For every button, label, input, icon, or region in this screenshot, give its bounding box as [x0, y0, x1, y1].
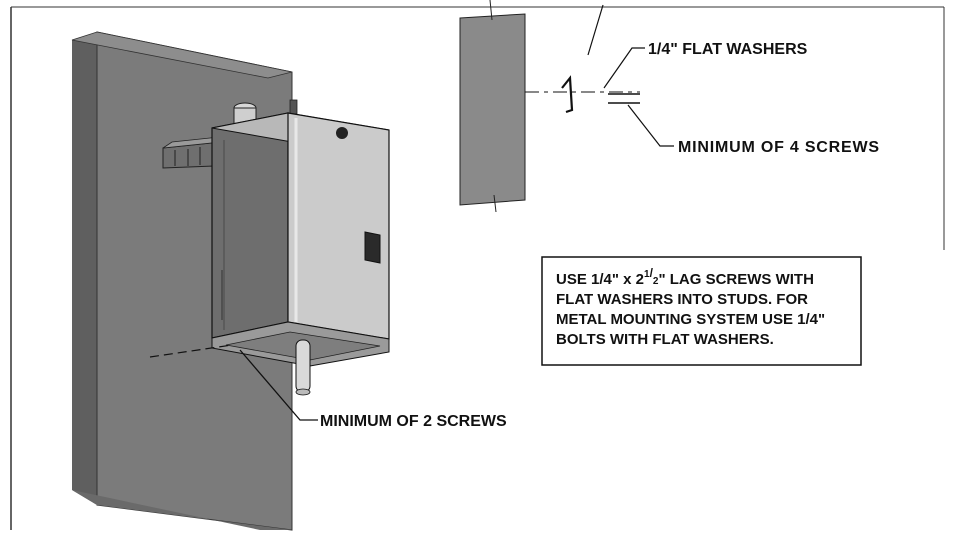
note-line-2: FLAT WASHERS INTO STUDS. FOR — [556, 291, 808, 308]
installation-note: USE 1/4" x 21/2" LAG SCREWS WITH FLAT WA… — [541, 256, 862, 366]
min-four-screws-label: MINIMUM OF 4 SCREWS — [678, 139, 880, 156]
wall-top-face — [71, 31, 293, 79]
min-two-screws-leader — [239, 349, 318, 421]
min-four-screws-leader — [627, 104, 674, 147]
note-line-3: METAL MOUNTING SYSTEM USE 1/4" — [556, 311, 825, 328]
flat-washers-label: 1/4" FLAT WASHERS — [648, 41, 808, 58]
flat-washers-leader — [603, 47, 645, 89]
detail-bracket — [561, 75, 574, 114]
detail-stud — [459, 0, 526, 213]
heater-control-panel — [364, 231, 381, 264]
wall-side-face — [72, 32, 97, 505]
note-line-1: USE 1/4" x 21/2" LAG SCREWS WITH — [556, 266, 814, 288]
note-line-4: BOLTS WITH FLAT WASHERS. — [556, 331, 774, 348]
heater-top-hole — [336, 127, 348, 139]
heater-front-face — [287, 112, 390, 340]
heater-side-face — [211, 112, 289, 339]
note-box — [541, 256, 862, 366]
water-heater-unit — [211, 99, 390, 396]
detail-bracket-line — [587, 4, 604, 56]
min-two-screws-label: MINIMUM OF 2 SCREWS — [320, 413, 507, 430]
heater-bottom-pipe — [295, 339, 311, 393]
